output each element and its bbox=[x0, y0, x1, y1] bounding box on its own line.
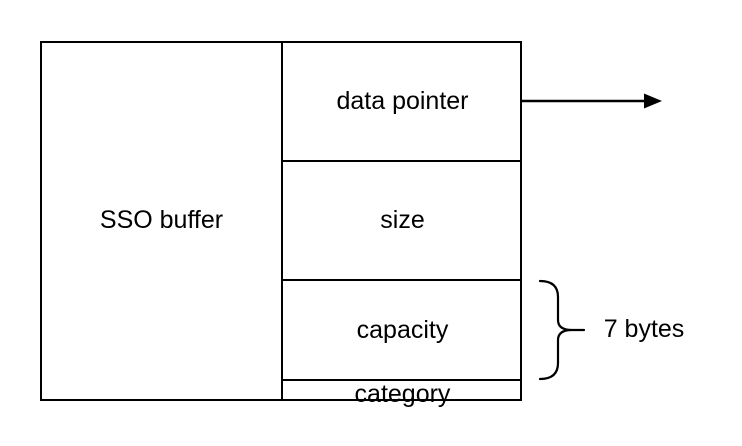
divider-capacity-category bbox=[281, 379, 522, 381]
field-category-label: category bbox=[354, 379, 451, 408]
vertical-divider bbox=[281, 41, 283, 401]
field-data-pointer-label: data pointer bbox=[336, 86, 469, 115]
sso-buffer-label: SSO buffer bbox=[99, 206, 224, 235]
field-capacity-label: capacity bbox=[356, 315, 449, 344]
field-size-label: size bbox=[380, 206, 425, 235]
divider-data-pointer-size bbox=[281, 160, 522, 162]
divider-size-capacity bbox=[281, 279, 522, 281]
data-pointer-arrow-icon bbox=[522, 93, 662, 109]
curly-brace-icon bbox=[538, 279, 586, 381]
seven-bytes-label: 7 bytes bbox=[603, 315, 685, 344]
